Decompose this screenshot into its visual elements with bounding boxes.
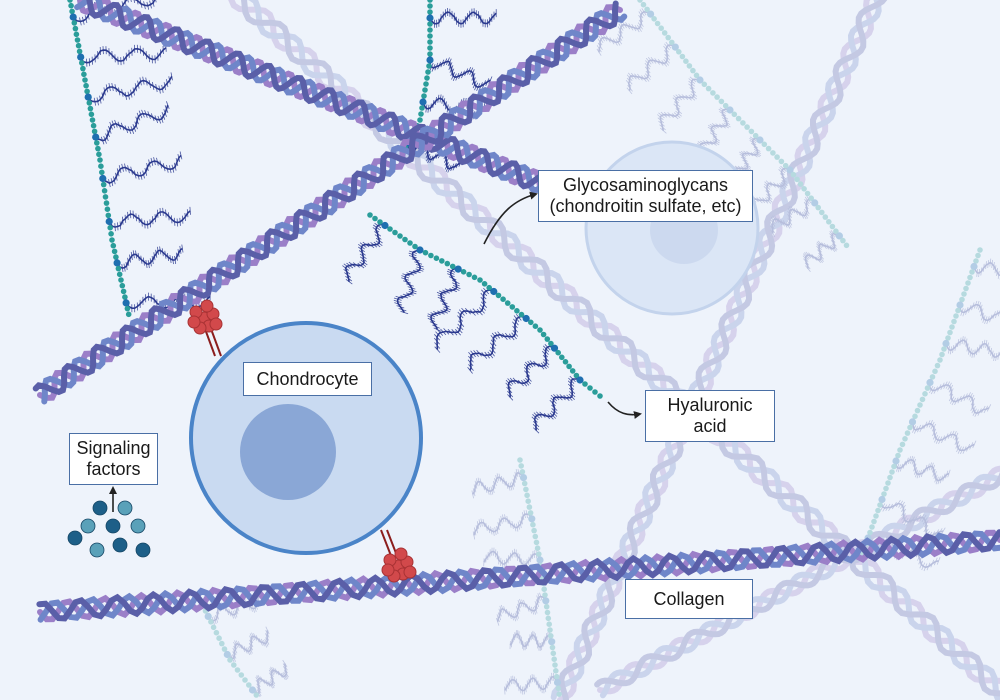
label-chondrocyte-text: Chondrocyte: [256, 368, 359, 389]
signaling-molecule: [67, 530, 83, 546]
chondrocyte-nucleus: [240, 404, 336, 500]
signaling-molecule: [92, 500, 108, 516]
label-glycosaminoglycans-line1: Glycosaminoglycans: [562, 175, 729, 195]
signaling-molecule: [80, 518, 96, 534]
label-collagen: Collagen: [625, 579, 753, 619]
aggregate-left-hyaluronic-beads: [67, 0, 132, 318]
label-signaling-factors: Signaling factors: [69, 433, 158, 485]
label-signaling-line1: Signaling: [76, 438, 151, 458]
label-chondrocyte: Chondrocyte: [243, 362, 372, 396]
label-collagen-text: Collagen: [653, 588, 725, 609]
collagen-fibril-diagonal: [32, 0, 628, 405]
signaling-molecule: [89, 542, 105, 558]
arrow-hyaluronic-acid: [607, 401, 642, 419]
integrin-top: [187, 299, 223, 357]
chondrocyte-cell: [189, 321, 423, 555]
foreground-matrix: [32, 0, 1000, 623]
signaling-molecule: [105, 518, 121, 534]
bg-aggregate-2-gag-chains: [866, 258, 1000, 572]
aggregate-center-gag-chains: [342, 222, 579, 434]
signaling-molecule: [117, 500, 133, 516]
arrow-glycosaminoglycans: [483, 191, 538, 245]
label-glycosaminoglycans: Glycosaminoglycans (chondroitin sulfate,…: [538, 170, 753, 222]
label-glycosaminoglycans-line2: (chondroitin sulfate, etc): [549, 196, 742, 216]
integrin-bottom: [380, 529, 417, 583]
bg-aggregate-1: [596, 0, 850, 273]
bg-aggregate-4: [197, 591, 289, 698]
bg-aggregate-1-hyaluronic-beads: [637, 0, 850, 249]
collagen-fibril-bottom: [36, 529, 1000, 623]
label-hyaluronic-line1: Hyaluronic: [667, 395, 753, 415]
label-arrows: [109, 191, 642, 512]
label-signaling-line2: factors: [86, 459, 141, 479]
collagen-fibril-top: [74, 0, 576, 206]
signaling-molecule: [112, 537, 128, 553]
aggregate-center-hyaluronic-beads: [367, 212, 603, 399]
bg-aggregate-1-gag-chains: [596, 8, 840, 273]
signaling-molecule: [135, 542, 151, 558]
aggregate-left: [67, 0, 211, 318]
faded-cell: [584, 140, 760, 316]
signaling-molecule: [130, 518, 146, 534]
integrin-receptors: [187, 299, 417, 583]
label-hyaluronic-line2: acid: [693, 416, 727, 436]
aggregate-center: [342, 212, 603, 434]
bg-collagen-3: [594, 465, 1000, 699]
label-hyaluronic-acid: Hyaluronic acid: [645, 390, 775, 442]
bg-aggregate-3-gag-chains: [471, 469, 559, 695]
signaling-molecules: [67, 500, 151, 558]
